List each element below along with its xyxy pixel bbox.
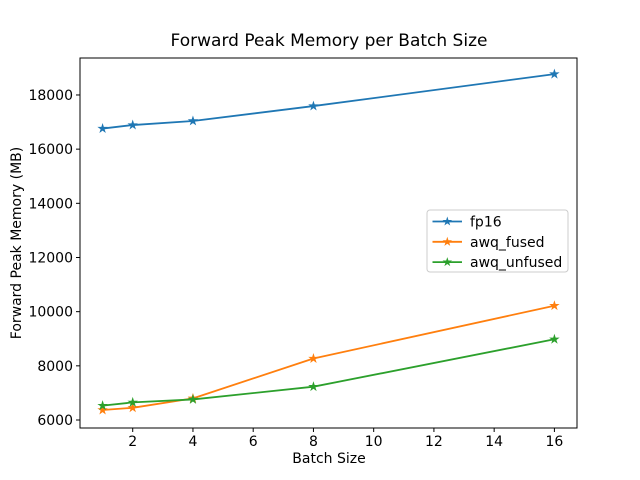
x-tick-label: 8: [309, 434, 318, 450]
y-tick-label: 10000: [28, 305, 73, 321]
data-point-marker-awq_unfused: [127, 396, 138, 407]
data-point-marker-awq_unfused: [97, 400, 108, 411]
x-tick-label: 12: [425, 434, 443, 450]
y-axis-label: Forward Peak Memory (MB): [9, 146, 25, 340]
x-axis: 2 4 6 8 10 12 14 16: [128, 428, 563, 450]
series-line-awq_unfused: [101, 338, 556, 407]
x-tick-label: 10: [365, 434, 383, 450]
data-point-marker-awq_unfused: [308, 381, 319, 392]
y-tick-label: 18000: [28, 88, 73, 104]
legend-marker-sample: [442, 236, 453, 246]
series-line-awq_fused: [101, 304, 556, 411]
data-point-marker-awq_unfused: [549, 333, 560, 344]
x-tick-label: 2: [128, 434, 137, 450]
y-tick-label: 12000: [28, 250, 73, 266]
chart-title: Forward Peak Memory per Batch Size: [170, 31, 488, 51]
data-point-marker-fp16: [127, 119, 138, 130]
legend-box: [426, 209, 569, 273]
data-point-marker-awq_fused: [127, 402, 138, 413]
data-point-marker-fp16: [187, 115, 199, 126]
x-tick-label: 6: [249, 434, 258, 450]
y-tick-label: 14000: [28, 196, 73, 212]
data-point-marker-awq_fused: [549, 300, 560, 311]
plot-border: [79, 57, 578, 429]
legend-marker-sample: [442, 257, 453, 267]
legend: fp16 awq_fused awq_unfused: [426, 209, 569, 273]
data-point-marker-awq_unfused: [187, 393, 199, 404]
y-tick-label: 8000: [37, 359, 73, 375]
legend-label-fp16: fp16: [470, 215, 502, 231]
legend-label-awq_fused: awq_fused: [470, 235, 545, 251]
series-group: [97, 68, 560, 415]
x-axis-label: Batch Size: [292, 451, 366, 467]
data-point-marker-awq_fused: [308, 353, 319, 363]
series-line-fp16: [101, 73, 556, 130]
x-tick-label: 14: [485, 434, 503, 450]
data-point-marker-fp16: [549, 68, 560, 79]
y-tick-label: 6000: [37, 413, 73, 429]
data-point-marker-fp16: [97, 123, 108, 134]
x-tick-label: 16: [545, 434, 563, 450]
data-point-marker-fp16: [308, 100, 319, 111]
y-tick-label: 16000: [28, 142, 73, 158]
data-point-marker-awq_fused: [97, 404, 108, 415]
x-tick-label: 4: [188, 434, 197, 450]
legend-marker-sample: [442, 216, 453, 226]
legend-label-awq_unfused: awq_unfused: [470, 255, 562, 271]
y-axis: 6000 8000 10000 12000 14000 16000 18000: [28, 88, 80, 429]
